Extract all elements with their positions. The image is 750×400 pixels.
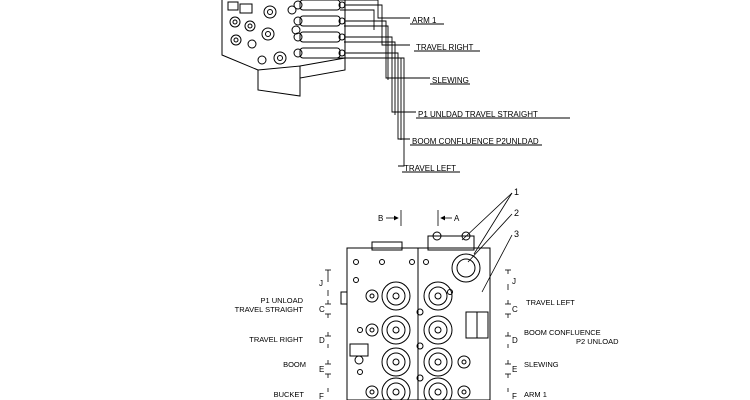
bottom-valve-body bbox=[340, 231, 491, 400]
svg-text:E: E bbox=[512, 365, 517, 374]
top-valve-block bbox=[221, 0, 346, 97]
label-p1-unldad-travel-straight: P1 UNLDAD TRAVEL STRAIGHT bbox=[418, 110, 538, 119]
right-section-letters: J C D E F bbox=[512, 277, 518, 400]
spool-ports bbox=[365, 281, 471, 400]
svg-text:F: F bbox=[512, 392, 517, 400]
section-marker-a: A bbox=[437, 210, 460, 226]
svg-text:E: E bbox=[319, 365, 324, 374]
svg-text:D: D bbox=[512, 336, 518, 345]
svg-text:J: J bbox=[319, 279, 323, 288]
top-label-underlines bbox=[402, 23, 570, 173]
callout-leaders bbox=[461, 192, 513, 293]
bottom-right-labels: TRAVEL LEFT BOOM CONFLUENCE P2 UNLOAD SL… bbox=[524, 298, 619, 399]
label-slewing-bottom: SLEWING bbox=[524, 360, 559, 369]
svg-text:C: C bbox=[319, 305, 325, 314]
label-travel-left: TRAVEL LEFT bbox=[404, 164, 456, 173]
svg-text:F: F bbox=[319, 392, 324, 400]
label-slewing: SLEWING bbox=[432, 76, 469, 85]
label-p1-unload: P1 UNLOAD bbox=[260, 296, 303, 305]
top-leader-lines bbox=[330, 0, 430, 167]
svg-text:A: A bbox=[454, 214, 460, 223]
callout-numbers: 1 2 3 bbox=[514, 187, 519, 239]
label-boom: BOOM bbox=[283, 360, 306, 369]
svg-text:C: C bbox=[512, 305, 518, 314]
label-p2-unload: P2 UNLOAD bbox=[576, 337, 619, 346]
left-section-markers bbox=[325, 269, 331, 392]
label-boom-confluence-p2unldad: BOOM CONFLUENCE P2UNLDAD bbox=[412, 137, 539, 146]
bottom-left-labels: P1 UNLOAD TRAVEL STRAIGHT TRAVEL RIGHT B… bbox=[235, 296, 306, 399]
label-travel-left-bottom: TRAVEL LEFT bbox=[526, 298, 575, 307]
svg-text:D: D bbox=[319, 336, 325, 345]
section-marker-b: B bbox=[378, 210, 402, 226]
svg-text:J: J bbox=[512, 277, 516, 286]
callout-3: 3 bbox=[514, 229, 519, 239]
left-section-letters: J C D E F bbox=[319, 279, 325, 400]
callout-2: 2 bbox=[514, 208, 519, 218]
svg-text:B: B bbox=[378, 214, 383, 223]
label-travel-right: TRAVEL RIGHT bbox=[416, 43, 473, 52]
label-bucket: BUCKET bbox=[274, 390, 305, 399]
label-travel-straight: TRAVEL STRAIGHT bbox=[235, 305, 304, 314]
label-boom-confluence: BOOM CONFLUENCE bbox=[524, 328, 601, 337]
label-arm-1: ARM 1 bbox=[412, 16, 437, 25]
label-arm-1-bottom: ARM 1 bbox=[524, 390, 547, 399]
callout-1: 1 bbox=[514, 187, 519, 197]
label-travel-right-bottom: TRAVEL RIGHT bbox=[249, 335, 303, 344]
top-labels: ARM 1 TRAVEL RIGHT SLEWING P1 UNLDAD TRA… bbox=[404, 16, 539, 173]
right-section-markers bbox=[505, 269, 511, 392]
